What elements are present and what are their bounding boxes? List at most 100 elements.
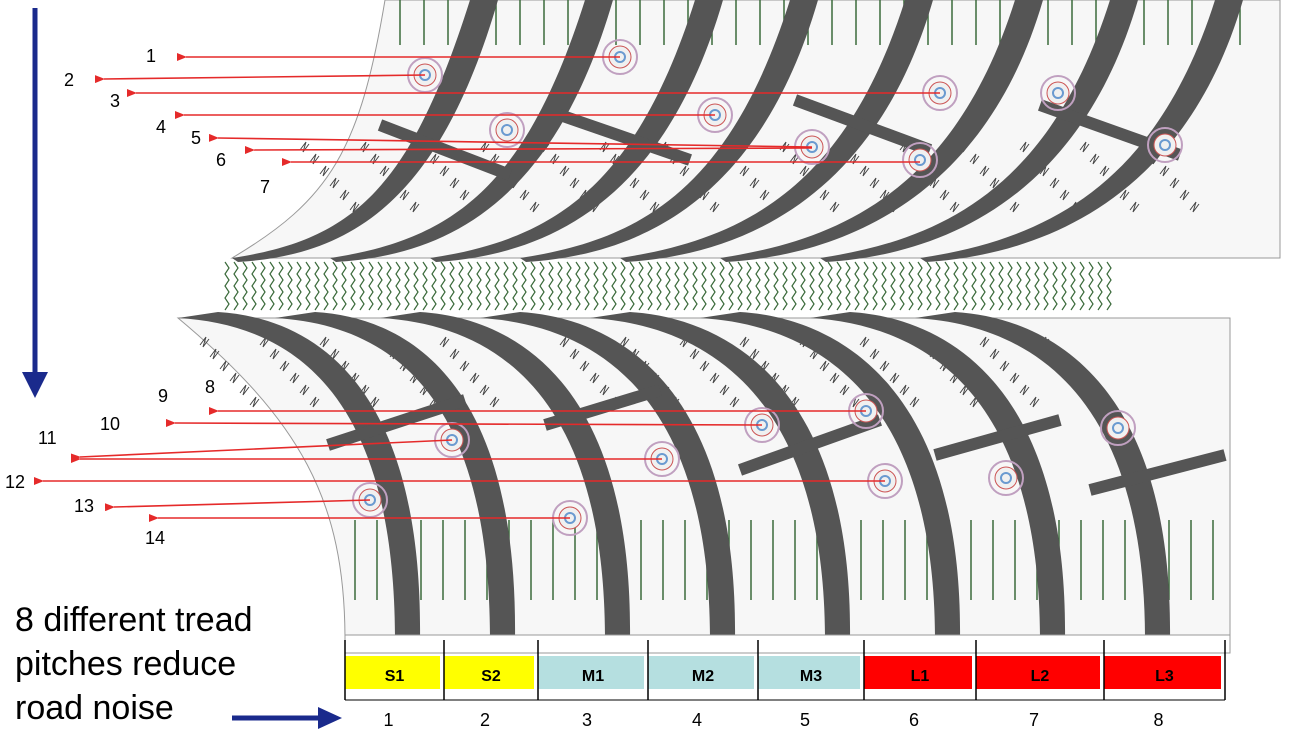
- lower-sipe: [749, 348, 760, 360]
- upper-rib: [430, 0, 723, 262]
- sipe-line: [719, 261, 725, 311]
- sipe-line: [836, 261, 842, 311]
- sipe-line: [449, 261, 455, 311]
- sipe-line: [665, 261, 671, 311]
- lower-sipe: [269, 348, 280, 360]
- sipe-line: [971, 261, 977, 311]
- lower-sipe: [729, 396, 740, 408]
- callout-number: 2: [64, 70, 74, 90]
- lower-sipe: [439, 336, 450, 348]
- sipe-line: [539, 261, 545, 311]
- lower-rib: [590, 312, 851, 640]
- sipe-line: [980, 261, 986, 311]
- upper-sipe: [429, 153, 440, 165]
- pitch-segment-s2: [444, 656, 534, 689]
- callout-number: 7: [260, 177, 270, 197]
- sipe-line: [575, 261, 581, 311]
- pitch-segment-number: 4: [692, 710, 702, 730]
- pitch-segment-label: M1: [582, 668, 604, 685]
- callout-number: 4: [156, 117, 166, 137]
- upper-sipe: [409, 201, 420, 213]
- lower-sipe: [869, 348, 880, 360]
- lower-rib: [915, 312, 1171, 640]
- stud-ring: [1046, 81, 1070, 105]
- sipe-line: [854, 261, 860, 311]
- stud-outer-ring: [489, 112, 525, 148]
- upper-sipe: [749, 177, 760, 189]
- lower-sipe: [259, 336, 270, 348]
- upper-sipe: [629, 177, 640, 189]
- sipe-line: [890, 261, 896, 311]
- upper-sipe: [789, 153, 800, 165]
- lower-sipe: [969, 396, 980, 408]
- sipe-line: [1097, 261, 1103, 311]
- sipe-line: [989, 261, 995, 311]
- upper-sipe: [1129, 201, 1140, 213]
- lower-sipe: [819, 360, 830, 372]
- lower-sipe: [599, 384, 610, 396]
- sipe-line: [755, 261, 761, 311]
- upper-sipe: [459, 189, 470, 201]
- sipe-line: [314, 261, 320, 311]
- pitch-segment-label: M2: [692, 668, 714, 685]
- upper-cross-bar: [558, 109, 692, 166]
- upper-sipe: [379, 165, 390, 177]
- upper-sipe: [319, 165, 330, 177]
- lower-sipe: [299, 384, 310, 396]
- pitch-segment-label: L1: [911, 668, 930, 685]
- upper-sipe: [399, 189, 410, 201]
- lower-sipe: [229, 372, 240, 384]
- sipe-line: [260, 261, 266, 311]
- pitch-segment-label: L2: [1031, 668, 1050, 685]
- pitch-segment-label: S1: [385, 668, 405, 685]
- upper-sipe: [829, 201, 840, 213]
- sipe-line: [1106, 261, 1112, 311]
- sipe-line: [1016, 261, 1022, 311]
- stud-center: [914, 154, 926, 166]
- upper-sipe: [939, 189, 950, 201]
- lower-sipe: [679, 336, 690, 348]
- caption-line-1: 8 different tread: [15, 601, 253, 639]
- stud-outer-ring: [988, 460, 1024, 496]
- sipe-line: [953, 261, 959, 311]
- sipe-line: [692, 261, 698, 311]
- pitch-segment-number: 1: [383, 710, 393, 730]
- upper-sipe: [709, 201, 720, 213]
- sipe-line: [737, 261, 743, 311]
- lower-sipe: [479, 384, 490, 396]
- upper-rib: [820, 0, 1138, 262]
- sipe-line: [620, 261, 626, 311]
- sipe-line: [1061, 261, 1067, 311]
- sipe-line: [467, 261, 473, 311]
- upper-sipe: [1179, 189, 1190, 201]
- sipe-line: [521, 261, 527, 311]
- upper-sipe: [1059, 189, 1070, 201]
- upper-sipe: [549, 153, 560, 165]
- sipe-line: [368, 261, 374, 311]
- lower-sipe: [829, 372, 840, 384]
- lower-sipe: [959, 384, 970, 396]
- lower-cross-bar: [1088, 449, 1227, 496]
- lower-sipe: [859, 336, 870, 348]
- sipe-line: [818, 261, 824, 311]
- upper-sipe: [1039, 165, 1050, 177]
- sipe-line: [413, 261, 419, 311]
- lower-sipe: [719, 384, 730, 396]
- lower-sipe: [319, 336, 330, 348]
- sipe-line: [512, 261, 518, 311]
- lower-sipe: [559, 336, 570, 348]
- sipe-line: [926, 261, 932, 311]
- callout-number: 10: [100, 414, 120, 434]
- upper-sipe: [349, 201, 360, 213]
- sipe-line: [1025, 261, 1031, 311]
- upper-sipe: [569, 177, 580, 189]
- lower-sipe: [459, 360, 470, 372]
- lower-rib: [275, 312, 516, 640]
- upper-sipe: [969, 153, 980, 165]
- upper-sipe: [359, 141, 370, 153]
- sipe-line: [386, 261, 392, 311]
- sipe-line: [701, 261, 707, 311]
- upper-sipe: [859, 165, 870, 177]
- lower-sipe: [349, 372, 360, 384]
- upper-sipe: [1119, 189, 1130, 201]
